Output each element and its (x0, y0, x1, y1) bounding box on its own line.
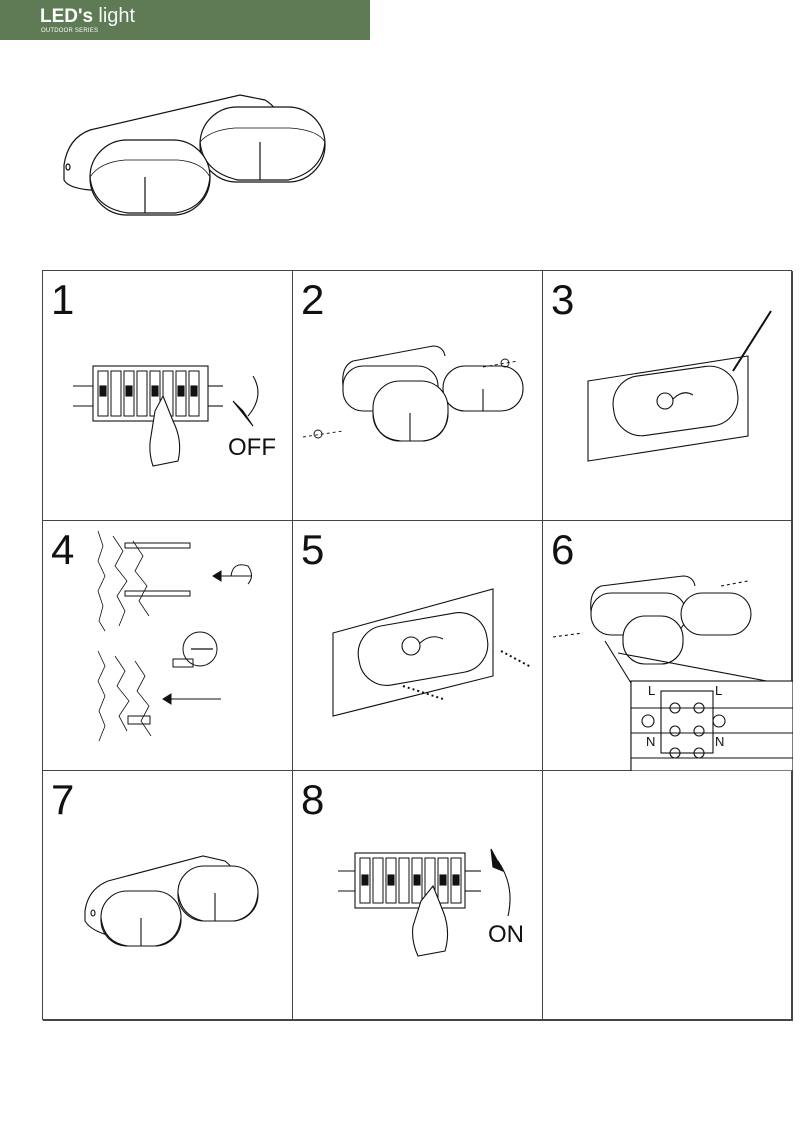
step-number: 6 (551, 529, 574, 571)
step-number: 7 (51, 779, 74, 821)
step-1: 1 OFF (43, 271, 293, 521)
step-2: 2 (293, 271, 543, 521)
brand-name-light: light (98, 5, 135, 27)
breaker-on-drawing (293, 771, 543, 1021)
step-number: 1 (51, 279, 74, 321)
brand-name: LED's light (40, 5, 135, 28)
wiring-drawing (543, 521, 793, 771)
marking-drill-points-drawing (543, 271, 793, 521)
step-number: 4 (51, 529, 74, 571)
instruction-grid: 1 OFF 2 3 (42, 270, 792, 1020)
mount-fixture-drawing (43, 771, 293, 1021)
step-8: 8 ON (293, 771, 543, 1021)
mounting-unscrew-drawing (293, 271, 543, 521)
step-number: 5 (301, 529, 324, 571)
terminal-l-left: L (648, 683, 655, 698)
breaker-off-drawing (43, 271, 293, 521)
empty-cell (543, 771, 793, 1021)
brand-name-bold: LED's (40, 6, 93, 27)
step-number: 3 (551, 279, 574, 321)
step-6: 6 L L N N (543, 521, 793, 771)
product-illustration (50, 80, 340, 230)
terminal-n-right: N (715, 734, 724, 749)
step-3: 3 (543, 271, 793, 521)
step-number: 2 (301, 279, 324, 321)
terminal-n-left: N (646, 734, 655, 749)
step-4: 4 (43, 521, 293, 771)
terminal-l-right: L (715, 683, 722, 698)
brand-series: OUTDOOR SERIES (41, 28, 98, 34)
off-label: OFF (228, 434, 276, 462)
step-number: 8 (301, 779, 324, 821)
mount-base-drawing (293, 521, 543, 771)
step-5: 5 (293, 521, 543, 771)
drill-and-plugs-drawing (43, 521, 293, 771)
on-label: ON (488, 921, 524, 949)
step-7: 7 (43, 771, 293, 1021)
brand-bar: LED's light OUTDOOR SERIES (0, 0, 370, 40)
